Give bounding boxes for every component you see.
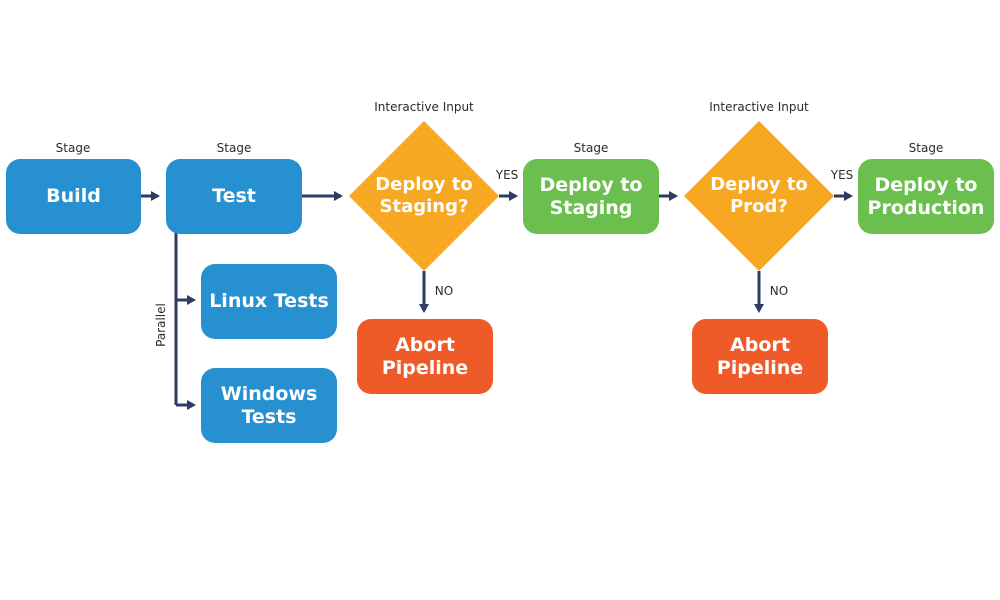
abort-pipeline-node-1: Abort Pipeline xyxy=(357,319,493,394)
deploy-staging-stage-caption: Stage xyxy=(573,141,609,155)
parallel-label: Parallel xyxy=(154,303,168,347)
interactive-input-caption-1: Interactive Input xyxy=(374,100,474,114)
decision-prod-label: Deploy to Prod? xyxy=(710,174,808,217)
build-stage-caption: Stage xyxy=(55,141,91,155)
windows-tests-node: Windows Tests xyxy=(201,368,337,443)
deploy-production-stage-caption: Stage xyxy=(908,141,944,155)
decision-diamond-prod xyxy=(684,121,834,271)
test-node: Test xyxy=(166,159,302,234)
linux-tests-node: Linux Tests xyxy=(201,264,337,339)
build-node: Build xyxy=(6,159,141,234)
deploy-production-node: Deploy to Production xyxy=(858,159,994,234)
yes-label-1: YES xyxy=(495,168,519,182)
interactive-input-caption-2: Interactive Input xyxy=(709,100,809,114)
no-label-1: NO xyxy=(434,284,454,298)
decision-staging-label: Deploy to Staging? xyxy=(375,174,473,217)
test-stage-caption: Stage xyxy=(216,141,252,155)
yes-label-2: YES xyxy=(830,168,854,182)
no-label-2: NO xyxy=(769,284,789,298)
decision-diamond-staging xyxy=(349,121,499,271)
deploy-staging-node: Deploy to Staging xyxy=(523,159,659,234)
abort-pipeline-node-2: Abort Pipeline xyxy=(692,319,828,394)
